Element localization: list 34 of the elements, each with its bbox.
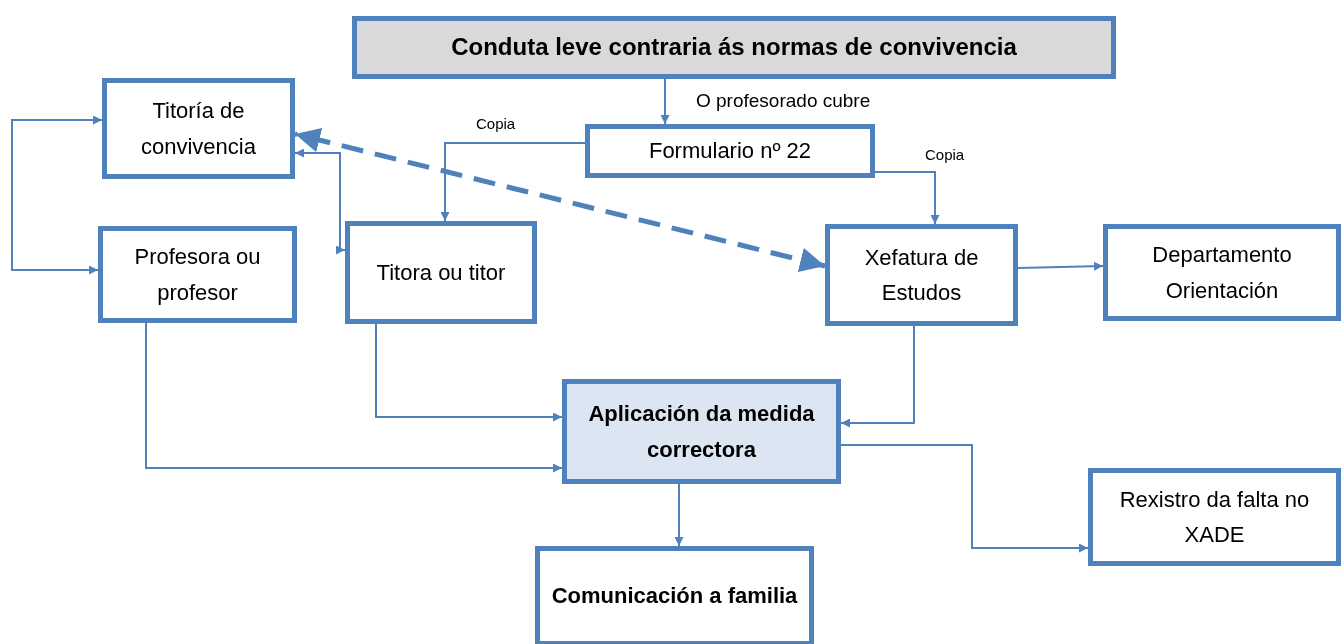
arrow [145,322,563,473]
node-text: Rexistro da falta no XADE [1118,485,1311,549]
process-box [825,224,1018,326]
node-text: Aplicación da medida correctora [587,400,816,464]
process-box [535,546,814,644]
node-text: Conduta leve contraria ás normas de convivencia [450,32,1018,63]
arrow [1017,261,1104,271]
arrow [660,78,670,125]
edge-label: Copia [923,146,967,163]
node-text: Xefatura de Estudos [863,243,980,307]
arrow [440,142,586,222]
node-text: Comunicación a familia [550,582,799,611]
title-box [352,16,1116,79]
dashed-arrow [294,127,826,273]
arrow [375,323,563,422]
process-box [345,221,537,324]
arrow [674,483,684,547]
process-box [1088,468,1341,566]
process-box [1103,224,1341,321]
process-box [585,124,875,178]
edge-label: Copia [474,115,518,132]
process-box [102,78,295,179]
arrow [11,115,103,275]
node-text: Titoría de convivencia [140,97,257,161]
arrow [840,444,1089,553]
arrow [840,325,915,428]
node-text: Titora ou titor [375,258,507,287]
arrow [874,171,940,225]
process-box [98,226,297,323]
node-text: Departamento Orientación [1151,241,1293,305]
node-text: Profesora ou profesor [133,243,262,307]
process-box [562,379,841,484]
node-text: Formulario nº 22 [647,137,813,166]
arrow [294,148,346,255]
